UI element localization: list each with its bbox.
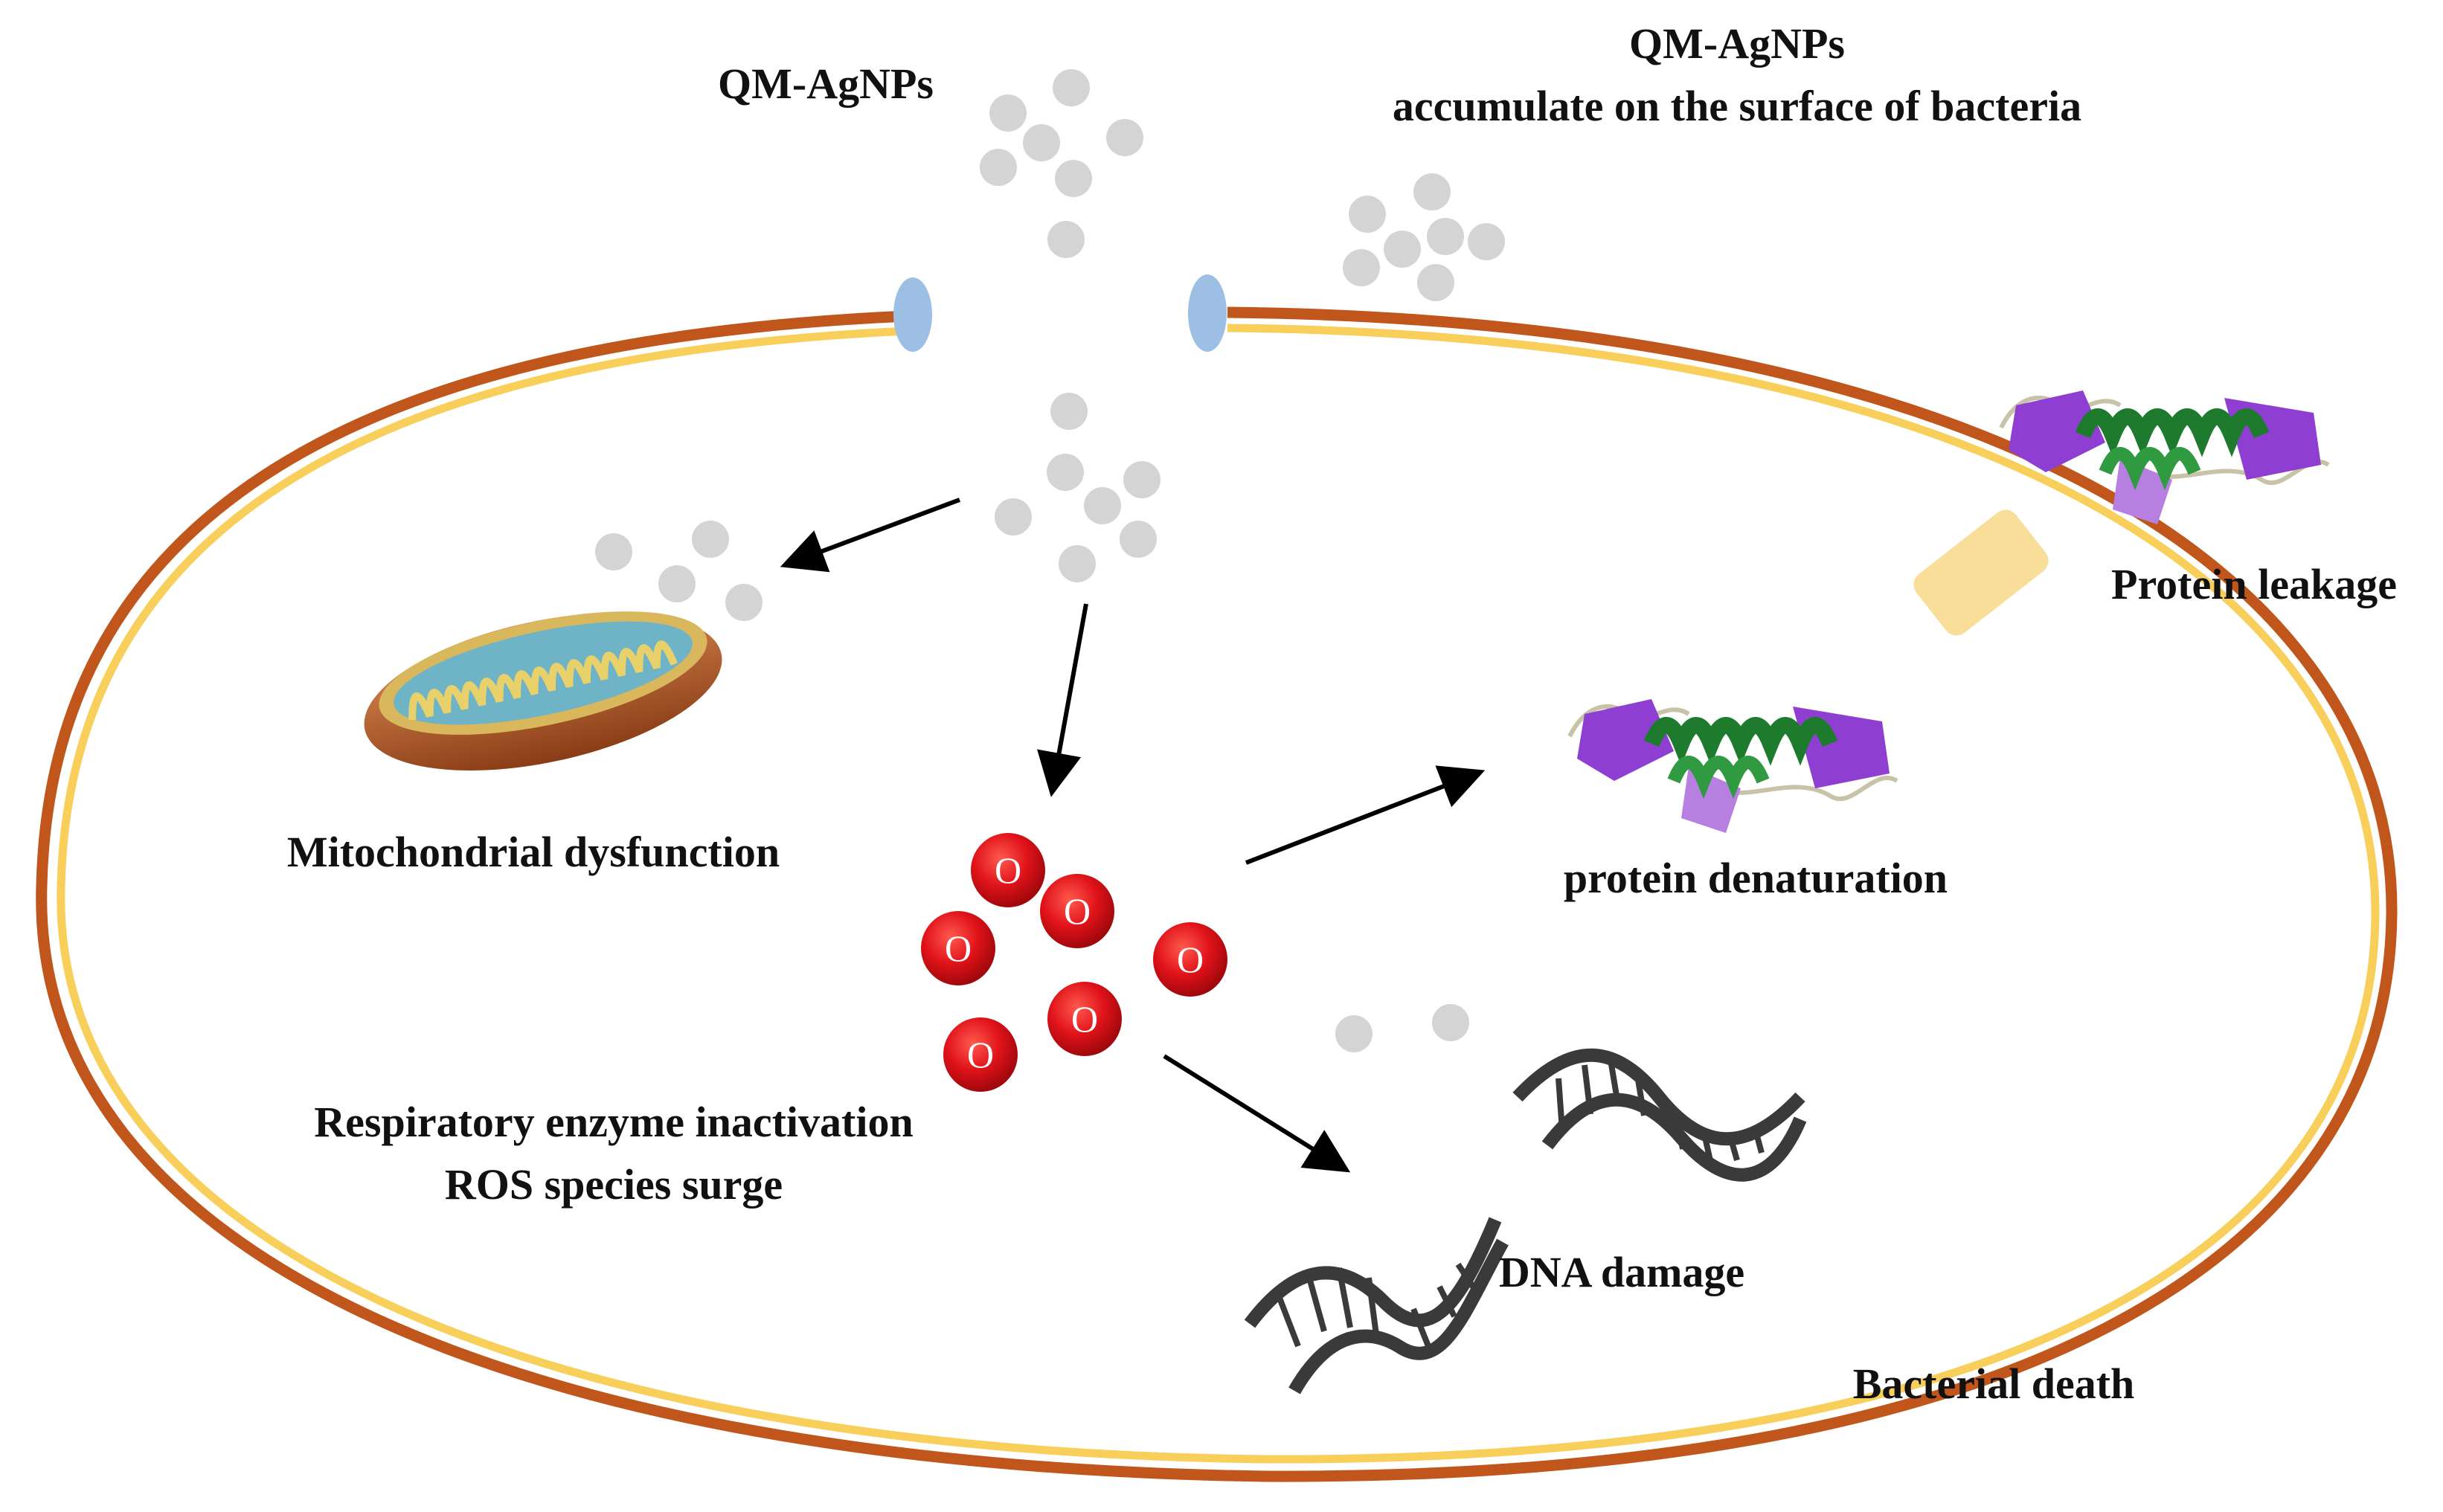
nanoparticle-icon: [1417, 264, 1454, 301]
nanoparticle-icon: [1050, 393, 1088, 430]
label-agnps-entry: QM-AgNPs: [718, 59, 934, 108]
dna-icon: [1244, 1217, 1509, 1394]
ros-icon: O: [921, 911, 995, 985]
nanoparticle-icon: [1106, 119, 1143, 156]
nanoparticle-cluster-inside: [995, 393, 1160, 582]
arrow-icon: [780, 498, 961, 573]
arrow-icon: [1037, 603, 1088, 797]
label-respiratory-2: ROS species surge: [445, 1160, 783, 1209]
nanoparticle-icon: [1427, 218, 1464, 255]
label-protein-denaturation: protein denaturation: [1564, 854, 1948, 902]
protein-icon: [1567, 699, 1898, 833]
nanoparticle-icon: [1047, 454, 1084, 491]
svg-text:O: O: [1071, 998, 1098, 1040]
nanoparticle-icon: [1023, 124, 1060, 161]
nanoparticle-icon: [692, 521, 729, 558]
nanoparticle-icon: [1335, 1015, 1373, 1052]
svg-text:O: O: [945, 927, 972, 969]
label-dna-damage: DNA damage: [1499, 1248, 1744, 1296]
inner-membrane: [57, 324, 2380, 1464]
svg-text:O: O: [1064, 890, 1091, 932]
nanoparticle-icon: [595, 533, 632, 570]
nanoparticle-icon: [1468, 223, 1505, 260]
arrows: [780, 498, 1486, 1173]
bacterial-cell-membrane: [36, 306, 2398, 1482]
nanoparticle-icon: [658, 565, 696, 602]
nanoparticle-icon: [1432, 1004, 1469, 1041]
nanoparticle-cluster-surface: [1343, 173, 1505, 301]
nanoparticle-icon: [1349, 196, 1386, 233]
nanoparticle-cluster-dna: [1335, 1004, 1469, 1052]
nanoparticle-icon: [1120, 521, 1157, 558]
nanoparticle-icon: [1413, 173, 1451, 210]
pore-icon: [893, 277, 932, 352]
protein-icon: [1999, 390, 2330, 524]
nanoparticle-icon: [1059, 545, 1096, 582]
outer-membrane: [36, 306, 2398, 1482]
arrow-icon: [1245, 765, 1486, 865]
ros-icon: O: [971, 833, 1045, 907]
label-agnps-surface-1: QM-AgNPs: [1629, 19, 1845, 68]
svg-text:O: O: [995, 849, 1021, 891]
ros-icon: O: [943, 1017, 1018, 1092]
label-agnps-surface-2: accumulate on the surface of bacteria: [1393, 82, 2081, 130]
pore-icon: [1188, 274, 1227, 352]
ros-icon: O: [1153, 922, 1227, 997]
ros-cluster: O O O O O O: [921, 833, 1227, 1092]
nanoparticle-icon: [1084, 487, 1121, 524]
nanoparticle-icon: [1053, 69, 1090, 106]
ros-icon: O: [1040, 874, 1114, 948]
nanoparticle-cluster-mito: [595, 521, 763, 621]
nanoparticle-cluster-entry: [980, 69, 1143, 258]
label-mitochondria: Mitochondrial dysfunction: [287, 828, 780, 876]
nanoparticle-icon: [725, 584, 763, 621]
mitochondrion-icon: [364, 611, 722, 771]
label-bacterial-death: Bacterial death: [1853, 1360, 2135, 1408]
arrow-icon: [1163, 1054, 1351, 1173]
label-protein-leakage: Protein leakage: [2111, 560, 2397, 608]
svg-text:O: O: [1177, 939, 1204, 980]
ros-icon: O: [1047, 982, 1122, 1056]
label-respiratory-1: Respiratory enzyme inactivation: [314, 1098, 913, 1146]
nanoparticle-icon: [989, 94, 1027, 132]
leak-channel-icon: [1913, 509, 2049, 636]
svg-text:O: O: [967, 1034, 994, 1075]
nanoparticle-icon: [1343, 249, 1380, 286]
nanoparticle-icon: [1384, 231, 1421, 268]
nanoparticle-icon: [1047, 221, 1085, 258]
dna-icon: [1512, 1048, 1807, 1182]
nanoparticle-icon: [1123, 461, 1160, 498]
nanoparticle-icon: [995, 498, 1032, 535]
nanoparticle-icon: [1055, 160, 1092, 197]
nanoparticle-icon: [980, 149, 1017, 186]
